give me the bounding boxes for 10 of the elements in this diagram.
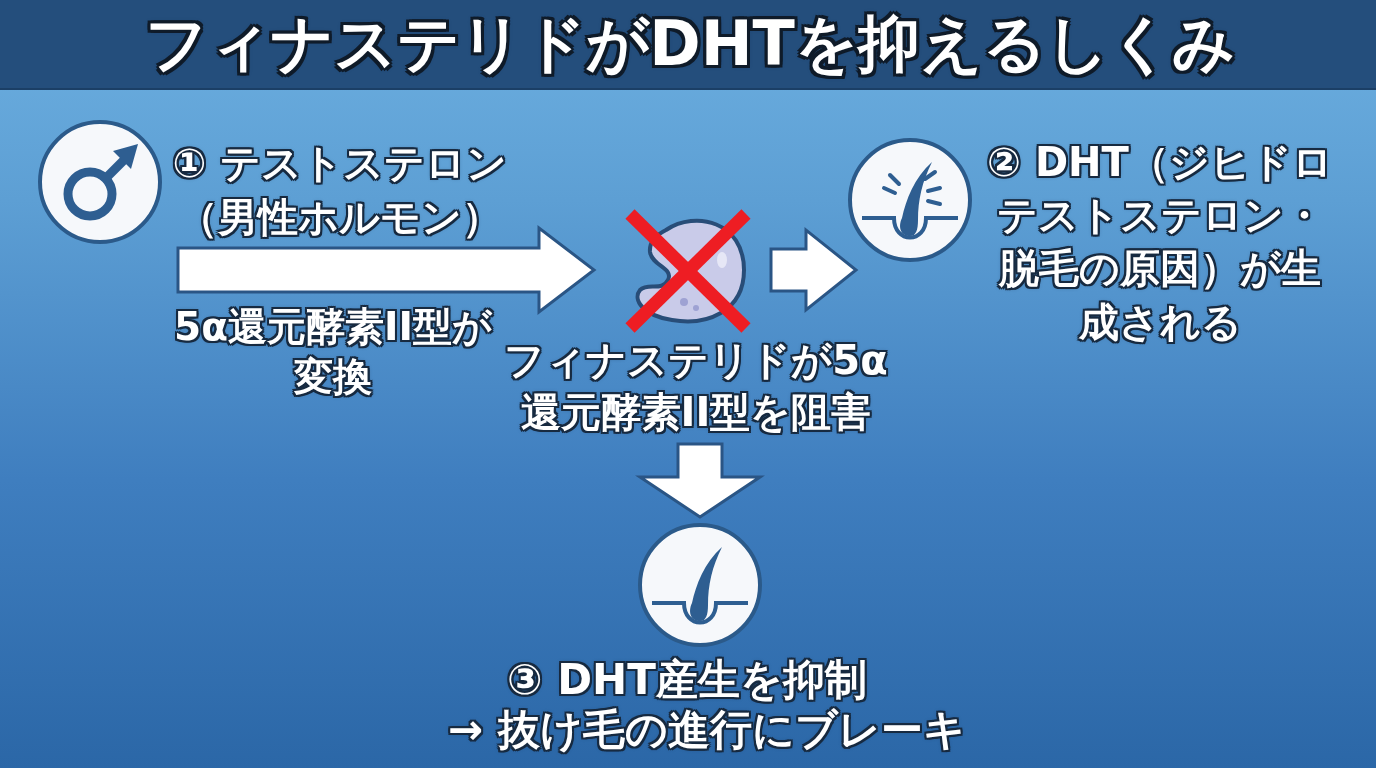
block-arrow [635,442,765,519]
step-label: ① テストステロン（男性ホルモン） [171,139,509,242]
block-arrow [176,224,597,316]
edge-label: 5α還元酵素II型が変換 [173,303,494,401]
result-text: → 抜け毛の進行にブレーキ [448,705,966,756]
step-label: ③ DHT産生を抑制 [507,655,867,706]
block-arrow [769,226,859,314]
title: フィナステリドがDHTを抑えるしくみ [145,8,1235,80]
step-label: ② DHT（ジヒドロテストステロン・脱毛の原因）が生成される [986,138,1334,347]
caption: フィナステリドが5α還元酵素II型を阻害 [500,334,892,438]
